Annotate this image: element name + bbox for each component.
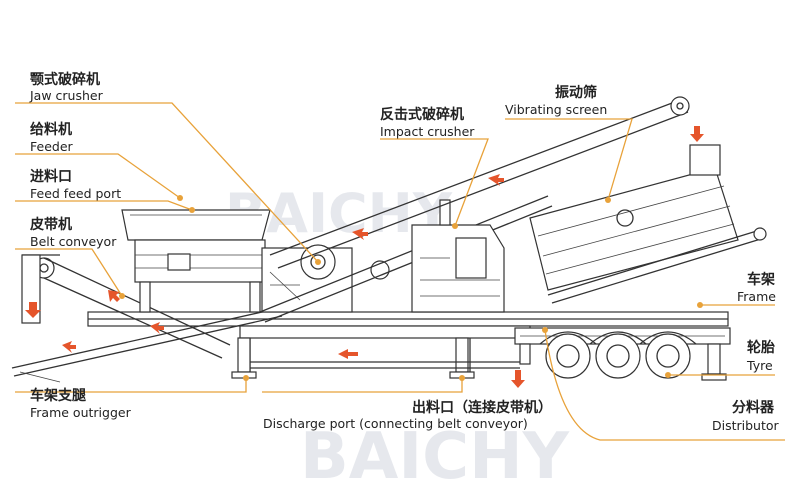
label-frame-en: Frame: [737, 289, 776, 304]
inclined-belt-to-impact: [259, 195, 553, 323]
label-discharge-port-cn: 出料口（连接皮带机）: [412, 399, 552, 416]
label-distributor-cn: 分料器: [732, 399, 775, 416]
upper-belt-conveyor: [269, 96, 690, 269]
label-discharge-port-en: Discharge port (connecting belt conveyor…: [263, 416, 528, 431]
lower-return-belt: [250, 361, 520, 369]
label-feed-port-en: Feed feed port: [30, 186, 121, 201]
label-frame-outrigger-cn: 车架支腿: [30, 387, 86, 404]
label-tyre-cn: 轮胎: [747, 339, 775, 356]
flow-arrow-lower-belt: [338, 349, 358, 359]
label-feed-port-cn: 进料口: [30, 168, 72, 185]
vibrating-screen: [529, 144, 739, 291]
flow-arrow-up-belt-2: [488, 174, 504, 186]
flow-arrows: [25, 126, 704, 359]
jaw-crusher: [261, 244, 390, 313]
flow-arrow-left-belt-1: [62, 341, 76, 353]
left-belt-conveyor: [11, 307, 283, 383]
feed-belt-conveyor: [21, 254, 231, 359]
label-jaw-crusher-cn: 颚式破碎机: [30, 71, 100, 88]
machine-drawing: [11, 96, 767, 383]
labels: 颚式破碎机 Jaw crusher 给料机 Feeder 进料口 Feed fe…: [29, 71, 780, 433]
flow-arrow-left-belt-2: [150, 322, 164, 334]
side-conveyor: [547, 227, 767, 304]
label-tyre-en: Tyre: [746, 358, 773, 373]
watermark: BAICHY BAICHY: [225, 182, 570, 494]
label-distributor-en: Distributor: [712, 418, 780, 433]
discharge-down-arrow: [511, 370, 525, 388]
label-impact-crusher-en: Impact crusher: [380, 124, 475, 139]
label-feeder-en: Feeder: [30, 139, 74, 154]
impact-crusher: [411, 199, 505, 313]
label-belt-conveyor-cn: 皮带机: [29, 216, 72, 233]
watermark-brand-bottom: BAICHY: [300, 420, 570, 494]
label-frame-cn: 车架: [747, 271, 775, 288]
label-vibrating-screen-en: Vibrating screen: [505, 102, 607, 117]
label-belt-conveyor-en: Belt conveyor: [30, 234, 117, 249]
leader-lines: [15, 102, 785, 441]
label-impact-crusher-cn: 反击式破碎机: [380, 106, 464, 123]
feeder-hopper: [121, 209, 271, 313]
label-frame-outrigger-en: Frame outrigger: [30, 405, 132, 420]
flow-arrow-screen-down: [690, 126, 704, 142]
flow-arrow-feed-down: [25, 302, 41, 318]
flow-arrow-feed-belt: [108, 290, 120, 302]
label-vibrating-screen-cn: 振动筛: [555, 84, 597, 101]
tyres: [539, 331, 697, 379]
flow-arrow-up-belt-1: [352, 228, 368, 240]
label-feeder-cn: 给料机: [30, 121, 72, 138]
label-jaw-crusher-en: Jaw crusher: [29, 88, 104, 103]
